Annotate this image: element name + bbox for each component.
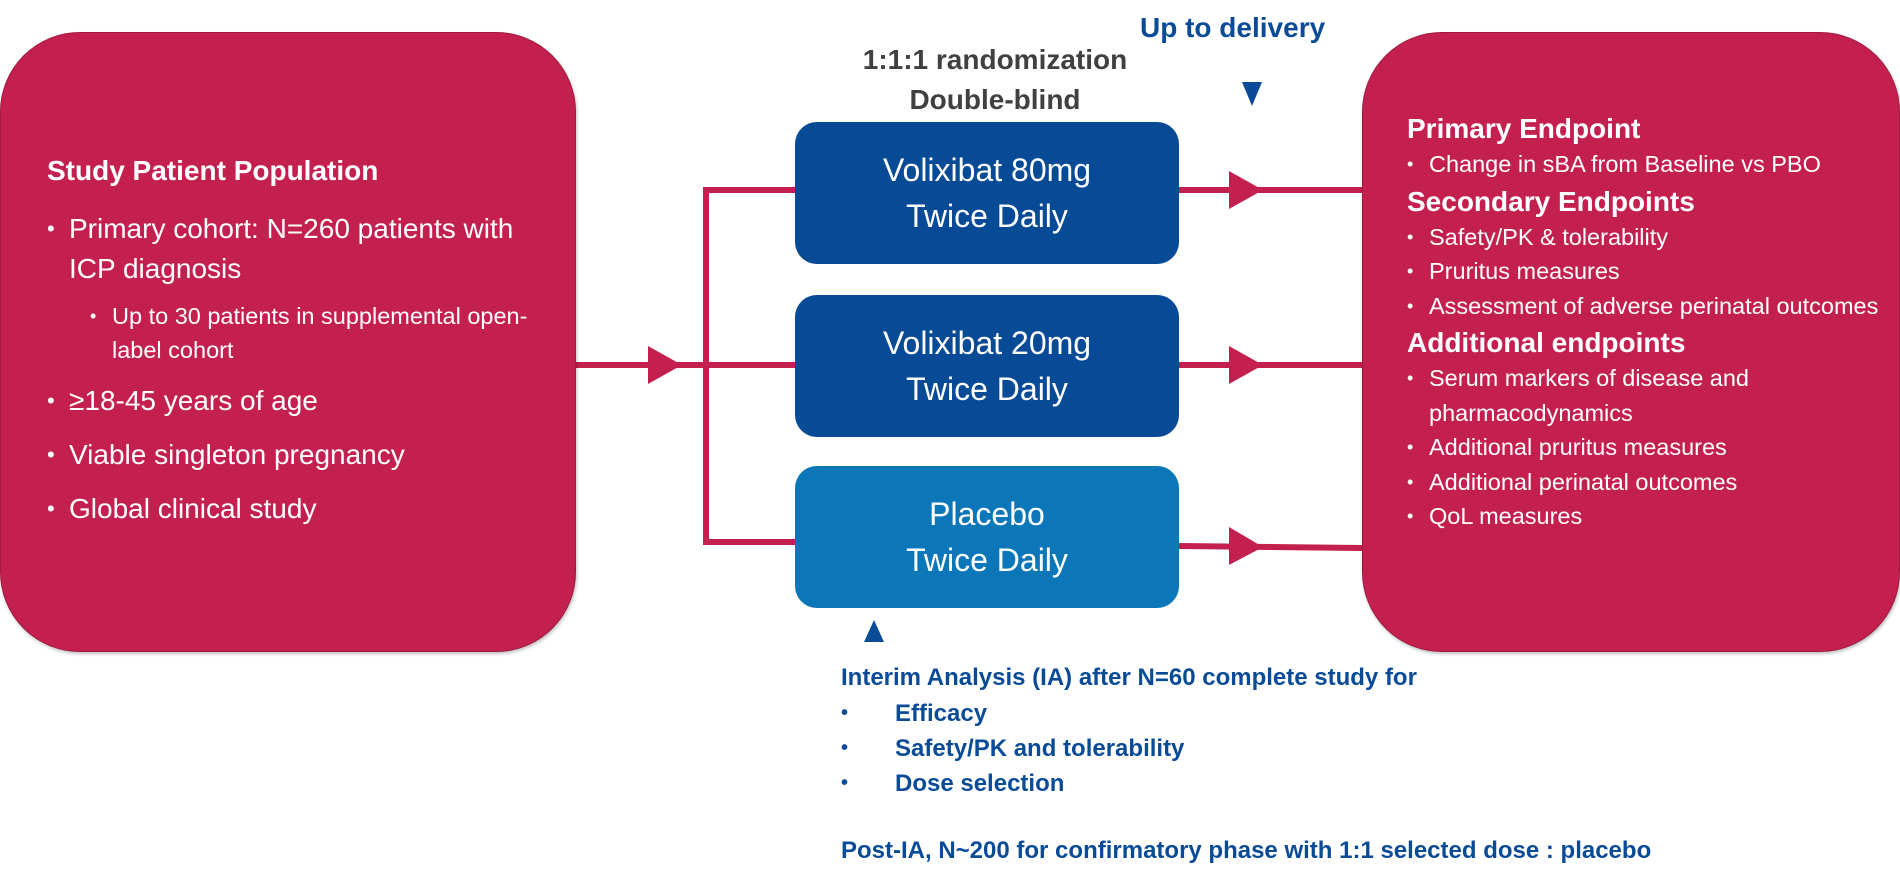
randomization-ratio: 1:1:1 randomization xyxy=(862,44,1128,75)
primary-endpoint-list: Change in sBA from Baseline vs PBO xyxy=(1407,147,1887,182)
post-ia-note: Post-IA, N~200 for confirmatory phase wi… xyxy=(841,837,1652,864)
arm-dose: Volixibat 80mg xyxy=(882,152,1092,188)
arm-dose: Volixibat 20mg xyxy=(882,325,1092,361)
interim-item: Dose selection xyxy=(841,766,1417,801)
arm-frequency: Twice Daily xyxy=(906,542,1068,578)
population-item: ≥18-45 years of age xyxy=(47,381,567,421)
arm-3-to-endpoints-line xyxy=(1178,543,1363,551)
endpoint-item: Assessment of adverse perinatal outcomes xyxy=(1407,289,1887,324)
endpoints-box: Primary Endpoint Change in sBA from Base… xyxy=(1362,32,1900,652)
arrow-head-icon xyxy=(1229,346,1263,384)
arrow-head-icon xyxy=(1229,171,1263,209)
arm-volixibat-80mg: Volixibat 80mg Twice Daily xyxy=(795,122,1179,264)
additional-endpoints-title: Additional endpoints xyxy=(1407,327,1686,358)
arm-frequency: Twice Daily xyxy=(906,371,1068,407)
interim-item: Efficacy xyxy=(841,696,1417,731)
triangle-up-icon xyxy=(864,620,884,642)
endpoint-item: Change in sBA from Baseline vs PBO xyxy=(1407,147,1887,182)
endpoint-item: Additional perinatal outcomes xyxy=(1407,465,1887,500)
population-item: Primary cohort: N=260 patients with ICP … xyxy=(47,209,567,289)
endpoint-item: Serum markers of disease and pharmacodyn… xyxy=(1407,361,1887,430)
arm-dose: Placebo xyxy=(929,496,1045,532)
population-item: Global clinical study xyxy=(47,489,567,529)
secondary-endpoints-title: Secondary Endpoints xyxy=(1407,185,1695,217)
arm-frequency: Twice Daily xyxy=(906,198,1068,234)
endpoint-item: Additional pruritus measures xyxy=(1407,430,1887,465)
delivery-label: Up to delivery xyxy=(1140,12,1326,43)
randomization-blinding: Double-blind xyxy=(909,84,1081,115)
randomization-label: 1:1:1 randomization Double-blind xyxy=(800,40,1190,120)
population-item: Viable singleton pregnancy xyxy=(47,435,567,475)
arm-volixibat-20mg: Volixibat 20mg Twice Daily xyxy=(795,295,1179,437)
population-subitem: Up to 30 patients in supplemental open-l… xyxy=(90,299,567,367)
population-list: Primary cohort: N=260 patients with ICP … xyxy=(47,209,567,543)
interim-analysis-list: Efficacy Safety/PK and tolerability Dose… xyxy=(841,696,1417,801)
arrow-head-icon xyxy=(648,346,682,384)
interim-item: Safety/PK and tolerability xyxy=(841,731,1417,766)
population-title: Study Patient Population xyxy=(47,155,379,186)
endpoint-item: QoL measures xyxy=(1407,499,1887,534)
triangle-down-icon xyxy=(1242,82,1262,106)
secondary-endpoints-list: Safety/PK & tolerability Pruritus measur… xyxy=(1407,220,1887,324)
primary-endpoint-title: Primary Endpoint xyxy=(1407,113,1641,144)
endpoint-item: Safety/PK & tolerability xyxy=(1407,220,1887,255)
arrow-head-icon xyxy=(1229,527,1263,565)
interim-analysis-block: Interim Analysis (IA) after N=60 complet… xyxy=(841,660,1417,801)
study-population-box: Study Patient Population Primary cohort:… xyxy=(0,32,576,652)
arm-placebo: Placebo Twice Daily xyxy=(795,466,1179,608)
endpoint-item: Pruritus measures xyxy=(1407,254,1887,289)
interim-analysis-title: Interim Analysis (IA) after N=60 complet… xyxy=(841,664,1417,691)
additional-endpoints-list: Serum markers of disease and pharmacodyn… xyxy=(1407,361,1887,534)
endpoints-content: Primary Endpoint Change in sBA from Base… xyxy=(1407,111,1887,536)
